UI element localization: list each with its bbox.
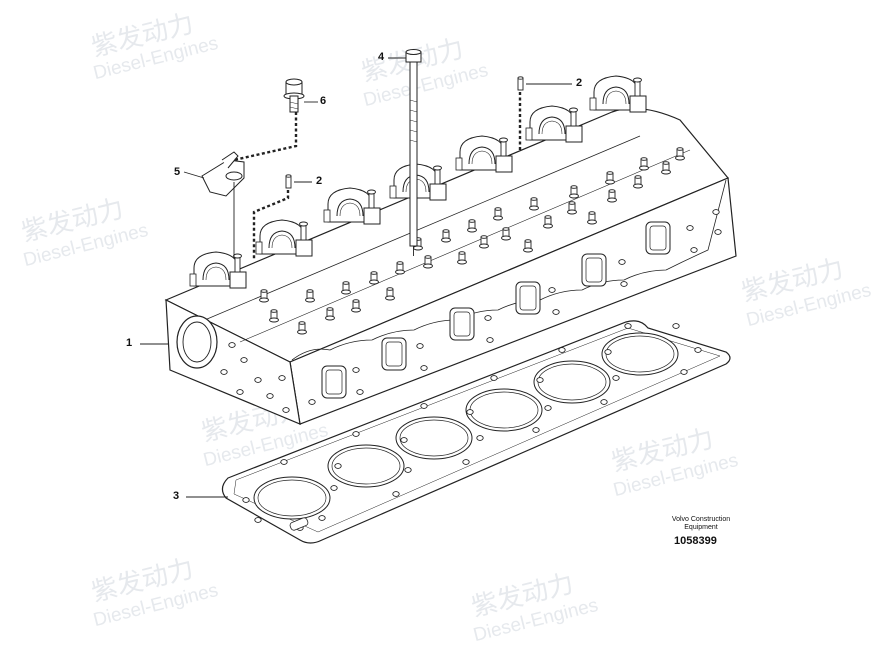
dowel-pin-part-2 [285, 174, 292, 189]
callout-label-2: 2 [576, 77, 583, 89]
dowel-pin-part-2 [517, 76, 524, 91]
callout-label-3: 3 [173, 490, 180, 502]
callout-label-1: 1 [126, 337, 133, 349]
callout-label-5: 5 [174, 166, 181, 178]
callout-label-2: 2 [316, 175, 323, 187]
assembly-lines [233, 92, 522, 260]
publisher-line-2: Equipment [684, 524, 718, 531]
leader-lines [140, 57, 572, 498]
bolt-part-6 [283, 78, 305, 113]
callout-label-6: 6 [320, 95, 327, 107]
publisher-line-1: Volvo Construction [671, 516, 731, 523]
cylinder-head [164, 75, 737, 425]
exploded-view-drawing [140, 49, 737, 544]
callout-label-4: 4 [378, 51, 385, 63]
head-gasket-part-3 [221, 320, 731, 544]
bracket-part-5 [201, 151, 245, 197]
drawing-number: 1058399 [674, 535, 717, 547]
